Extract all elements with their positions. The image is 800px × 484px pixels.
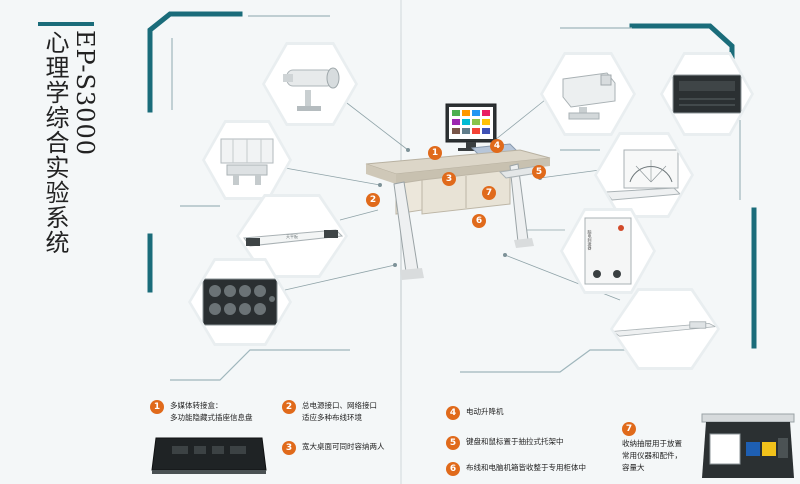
hex-dark-tray — [660, 52, 754, 136]
storage-drawer-photo — [701, 413, 795, 478]
legend-item-5: 5 键盘和鼠标置于抽拉式托架中 — [446, 436, 596, 450]
title-accent-bar — [38, 22, 94, 26]
legend-marker-7: 7 — [622, 422, 636, 436]
multimedia-box-photo — [151, 437, 267, 474]
gauge-board-icon — [605, 149, 682, 201]
hole-board-icon — [202, 278, 278, 326]
legend-marker-1: 1 — [150, 400, 164, 414]
marker-7: 7 — [482, 186, 496, 200]
hex-gauge-board — [594, 132, 694, 218]
marker-5: 5 — [532, 165, 546, 179]
rail-label: 天平板 — [286, 233, 298, 239]
hex-tachistoscope — [540, 52, 636, 136]
legend-text-5: 键盘和鼠标置于抽拉式托架中 — [466, 437, 564, 446]
legend-item-1: 1 多媒体转接盒： 多功能隐藏式插座信息盘 — [150, 400, 290, 424]
legend-marker-5: 5 — [446, 436, 460, 450]
title-name: 心理学综合实验系统 — [41, 30, 69, 255]
marker-1: 1 — [428, 146, 442, 160]
legend-item-3: 3 宽大桌面可同时容纳两人 — [282, 441, 422, 455]
long-rail-icon — [613, 321, 717, 337]
lab-desk-illustration — [365, 103, 551, 280]
legend-marker-4: 4 — [446, 406, 460, 420]
hex-rotating-device — [262, 42, 358, 126]
legend-item-4: 4 电动升降机 — [446, 406, 596, 420]
marker-2: 2 — [366, 193, 380, 207]
rail-tray-icon: 天平板 — [243, 229, 344, 247]
tachistoscope-icon — [562, 72, 616, 120]
rotating-device-icon — [283, 67, 340, 111]
page-title: EP-S3000 心理学综合实验系统 — [40, 30, 100, 255]
legend-item-7: 7 收纳抽屉用于放置 常用仪器和配件， 容量大 — [622, 422, 702, 474]
legend-text-7: 收纳抽屉用于放置 常用仪器和配件， 容量大 — [622, 439, 682, 472]
box-apparatus-icon — [220, 138, 274, 185]
marker-6: 6 — [472, 214, 486, 228]
page-fold — [400, 0, 402, 484]
legend-item-2: 2 总电源接口、网络接口 适应多种布线环境 — [282, 400, 422, 424]
stimulator-label: 脑电刺激器 — [588, 229, 593, 251]
legend-item-6: 6 布线和电脑机箱皆收整于专用柜体中 — [446, 462, 606, 476]
legend-marker-2: 2 — [282, 400, 296, 414]
legend-text-3: 宽大桌面可同时容纳两人 — [302, 442, 385, 451]
title-model: EP-S3000 — [71, 30, 99, 156]
legend-marker-3: 3 — [282, 441, 296, 455]
legend-text-2: 总电源接口、网络接口 适应多种布线环境 — [302, 401, 377, 422]
marker-3: 3 — [442, 172, 456, 186]
legend-text-6: 布线和电脑机箱皆收整于专用柜体中 — [466, 463, 586, 472]
legend-marker-6: 6 — [446, 462, 460, 476]
dark-tray-icon — [672, 74, 742, 114]
stimulator-panel-icon: 脑电刺激器 — [584, 217, 632, 285]
legend-text-1: 多媒体转接盒： 多功能隐藏式插座信息盘 — [170, 401, 253, 422]
marker-4: 4 — [490, 139, 504, 153]
legend-text-4: 电动升降机 — [466, 407, 504, 416]
